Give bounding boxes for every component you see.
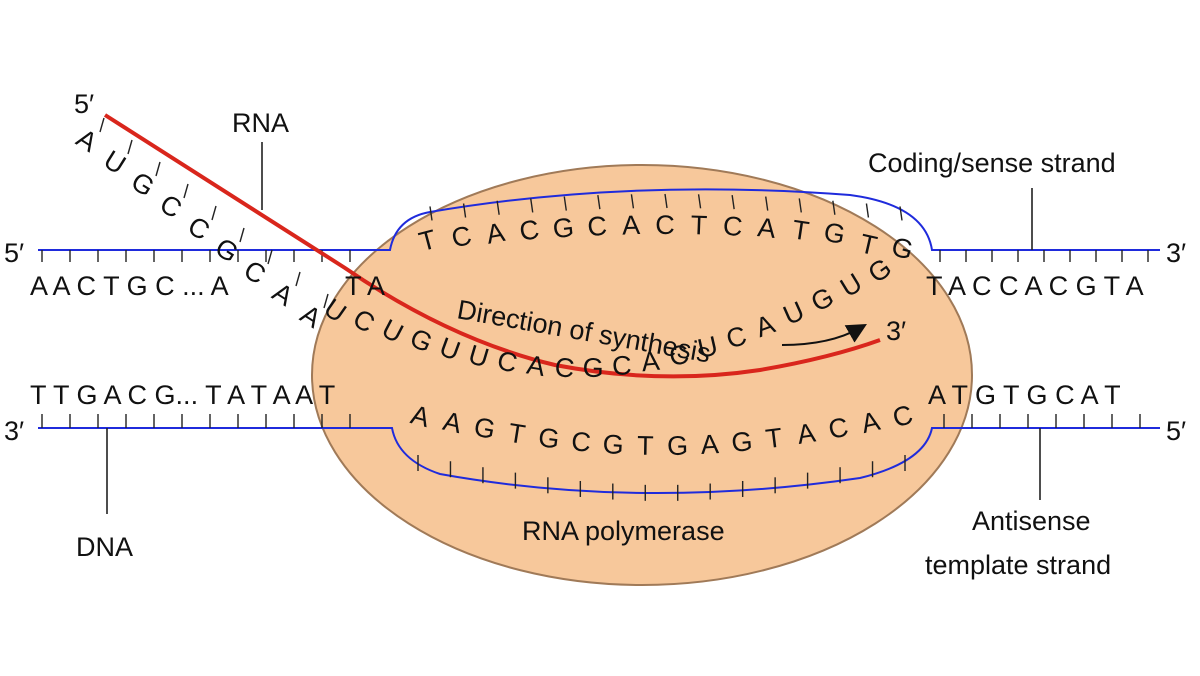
template-bubble-base: T <box>764 422 784 454</box>
rna-free-base: U <box>99 144 131 180</box>
rna-free-base: G <box>210 232 244 269</box>
coding-right-sequence: T A C C A C G T A <box>926 271 1144 301</box>
base-tick <box>496 200 500 215</box>
antisense-label-line1: Antisense <box>972 506 1091 536</box>
rna-paired-base: C <box>667 339 691 372</box>
rna-free-base: C <box>183 210 215 246</box>
coding-bubble-base: A <box>756 212 777 244</box>
template-bubble-base: G <box>537 422 562 454</box>
template-5prime-label: 5′ <box>1166 416 1186 446</box>
base-tick <box>832 200 836 215</box>
template-bubble-base: A <box>700 429 720 460</box>
rna-label: RNA <box>232 108 289 138</box>
template-bubble-base: G <box>667 431 689 461</box>
polymerase-label: RNA polymerase <box>522 516 725 546</box>
template-bubble-base: C <box>570 426 592 458</box>
base-tick <box>731 195 735 210</box>
template-bubble-base: G <box>602 429 625 460</box>
base-tick <box>664 193 668 209</box>
rna-free-base: G <box>126 166 160 203</box>
base-tick <box>865 203 870 218</box>
rna-paired-base: C <box>612 350 632 381</box>
rna-paired-base: A <box>525 350 548 382</box>
curved-arrow-icon <box>781 324 867 346</box>
coding-bubble-base: T <box>790 214 811 246</box>
base-tick <box>127 139 133 155</box>
coding-bubble-base: C <box>517 214 541 247</box>
template-strand-backbone <box>38 427 1160 495</box>
coding-3prime-label: 3′ <box>1166 238 1186 268</box>
base-tick <box>295 271 301 287</box>
coding-bubble-base: G <box>551 212 575 244</box>
base-tick <box>530 198 534 213</box>
base-tick <box>765 196 769 211</box>
base-pair-ticks <box>41 117 1149 501</box>
dna-label: DNA <box>76 532 133 562</box>
base-tick <box>697 194 702 209</box>
rna-paired-base: A <box>640 346 661 378</box>
coding-strand <box>38 188 1160 251</box>
base-tick <box>323 293 329 309</box>
template-3prime-label: 3′ <box>4 416 24 446</box>
coding-bubble-base: C <box>722 211 744 242</box>
coding-strand-label: Coding/sense strand <box>868 148 1116 178</box>
coding-left-ta: T A <box>345 271 385 301</box>
coding-left-sequence: A A C T G C ... A <box>30 271 229 301</box>
template-bubble-base: G <box>730 426 754 458</box>
template-strand <box>38 427 1160 495</box>
rna-free-base: A <box>71 123 102 158</box>
coding-bubble-base: C <box>655 210 675 240</box>
base-tick <box>899 206 903 221</box>
base-tick <box>462 203 467 218</box>
rna-strand <box>103 113 881 379</box>
coding-bubble-base: A <box>484 217 507 250</box>
rna-3prime-label: 3′ <box>886 316 906 346</box>
rna-free-base: C <box>155 188 187 224</box>
rna-paired-base: C <box>553 352 575 384</box>
template-bubble-base: T <box>637 431 654 461</box>
template-bubble-base: T <box>506 418 527 450</box>
rna-free-base: A <box>267 277 298 312</box>
base-tick <box>563 196 567 211</box>
rna-paired-base: G <box>582 352 604 383</box>
template-left-sequence: T T G A C G... T A T A A T <box>30 380 335 410</box>
coding-bubble-base: T <box>690 210 708 241</box>
base-tick <box>99 117 105 133</box>
base-tick <box>183 183 189 199</box>
coding-bubble-base: T <box>416 224 440 257</box>
base-tick <box>597 195 601 210</box>
base-tick <box>630 194 635 209</box>
rna-5prime-label: 5′ <box>74 89 94 119</box>
coding-bubble-base: C <box>586 211 608 242</box>
coding-strand-backbone <box>38 188 1160 251</box>
base-tick <box>239 227 245 243</box>
base-tick <box>155 161 161 177</box>
coding-bubble-base: A <box>622 210 641 241</box>
coding-bubble-base: T <box>857 228 880 261</box>
template-bubble-base: A <box>795 418 817 450</box>
base-tick <box>211 205 217 221</box>
base-tick <box>798 198 802 213</box>
base-tick <box>429 206 433 221</box>
antisense-label-line2: template strand <box>925 550 1111 580</box>
coding-5prime-label: 5′ <box>4 238 24 268</box>
template-right-sequence: A T G T G C A T <box>928 380 1121 410</box>
base-tick <box>267 249 273 265</box>
